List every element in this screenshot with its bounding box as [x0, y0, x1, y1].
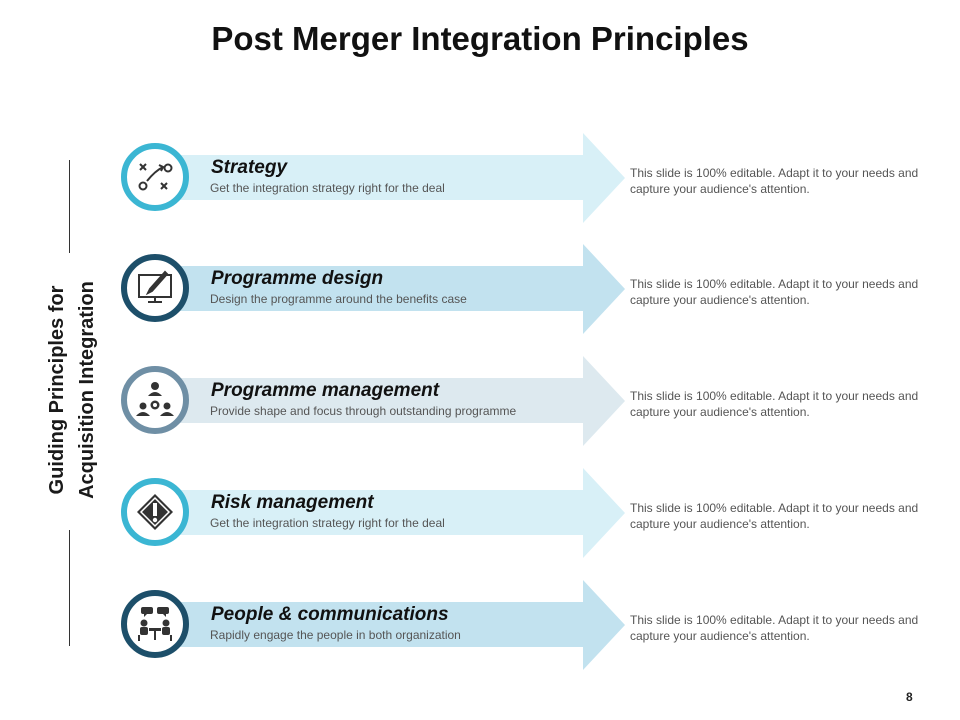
icon-ring — [121, 590, 189, 658]
row-arrow — [150, 468, 625, 558]
row-description: This slide is 100% editable. Adapt it to… — [630, 389, 919, 419]
icon-ring — [121, 254, 189, 322]
row-description: This slide is 100% editable. Adapt it to… — [630, 613, 919, 643]
row-arrow — [150, 133, 625, 223]
side-divider-top — [69, 160, 70, 253]
row-heading: Programme design — [211, 268, 384, 289]
row-heading: People & communications — [211, 604, 449, 625]
row-subtext: Provide shape and focus through outstand… — [210, 404, 517, 418]
principle-row-risk-management: Risk management Get the integration stra… — [0, 468, 960, 558]
principle-row-programme-design: Programme design Design the programme ar… — [0, 244, 960, 334]
design-board-icon — [138, 270, 172, 303]
principle-row-strategy: Strategy Get the integration strategy ri… — [0, 133, 960, 223]
page-number: 8 — [906, 690, 913, 704]
principle-row-programme-management: Programme management Provide shape and f… — [0, 356, 960, 446]
row-arrow — [150, 580, 625, 670]
principle-row-people-communications: People & communications Rapidly engage t… — [0, 580, 960, 670]
row-heading: Risk management — [211, 492, 374, 513]
side-divider-bottom — [69, 530, 70, 646]
row-arrow — [150, 244, 625, 334]
meeting-icon — [138, 607, 172, 641]
row-description: This slide is 100% editable. Adapt it to… — [630, 501, 919, 531]
row-subtext: Get the integration strategy right for t… — [210, 181, 445, 195]
strategy-icon — [138, 163, 173, 191]
row-subtext: Get the integration strategy right for t… — [210, 516, 445, 530]
row-subtext: Rapidly engage the people in both organi… — [210, 628, 461, 642]
row-subtext: Design the programme around the benefits… — [210, 292, 467, 306]
icon-ring — [121, 478, 189, 546]
team-management-icon — [136, 382, 174, 416]
page-title: Post Merger Integration Principles — [211, 20, 749, 57]
row-description: This slide is 100% editable. Adapt it to… — [630, 166, 919, 196]
icon-ring — [121, 366, 189, 434]
row-heading: Strategy — [211, 157, 288, 178]
icon-ring — [121, 143, 189, 211]
warning-icon — [137, 494, 173, 530]
row-arrow — [150, 356, 625, 446]
row-description: This slide is 100% editable. Adapt it to… — [630, 277, 919, 307]
row-heading: Programme management — [211, 380, 440, 401]
